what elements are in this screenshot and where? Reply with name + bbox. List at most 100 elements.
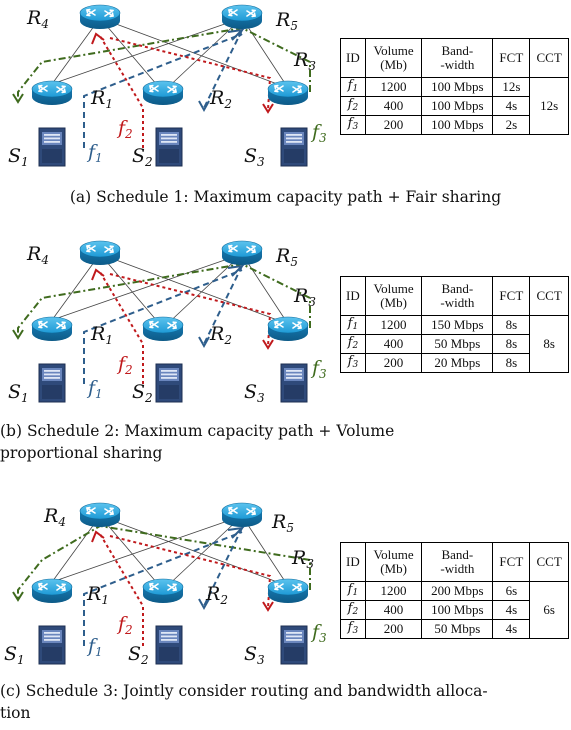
table-row: f1 1200 100 Mbps 12s 12s: [340, 77, 569, 135]
caption-a: (a) Schedule 1: Maximum capacity path + …: [69, 188, 502, 206]
label-r1: R1: [90, 87, 113, 111]
table-row: f3 200 20 Mbps 8s: [340, 353, 569, 373]
label-f2: f2: [116, 613, 133, 637]
links: [51, 253, 289, 329]
server-s3: [280, 625, 308, 665]
label-f1: f1: [86, 635, 103, 659]
label-f2: f2: [116, 353, 133, 377]
label-r1: R1: [90, 323, 113, 347]
label-s2: S2: [132, 145, 153, 169]
schedule-table-a: ID Volume(Mb) Band--width FCT CCT f1 120…: [340, 38, 569, 135]
server-s1: [38, 363, 66, 403]
flow-f3-path: [12, 262, 311, 340]
router-r3: [267, 316, 309, 342]
label-r5: R5: [275, 9, 298, 33]
caption-b: (b) Schedule 2: Maximum capacity path + …: [0, 420, 571, 464]
router-r4: [79, 4, 121, 30]
flow-f2-path: [91, 530, 274, 646]
col-cct: CCT: [529, 38, 569, 78]
router-r3: [267, 578, 309, 604]
col-id: ID: [340, 542, 366, 582]
col-id: ID: [340, 38, 366, 78]
router-r1: [31, 578, 73, 604]
label-r2: R2: [209, 323, 232, 347]
label-s1: S1: [4, 643, 25, 667]
server-s2: [155, 363, 183, 403]
caption-b-line1: (b) Schedule 2: Maximum capacity path + …: [0, 422, 395, 440]
table-row: f2 400 50 Mbps 8s: [340, 334, 569, 354]
label-r1: R1: [86, 583, 109, 607]
caption-c: (c) Schedule 3: Jointly consider routing…: [0, 680, 571, 724]
table-row: f3 200 100 Mbps 2s: [340, 115, 569, 135]
label-f1: f1: [86, 377, 103, 401]
caption-c-line2: tion: [0, 704, 31, 722]
router-r2: [142, 578, 184, 604]
router-r5: [221, 4, 263, 30]
router-r5: [221, 240, 263, 266]
label-r5: R5: [275, 245, 298, 269]
col-bandwidth: Band--width: [421, 542, 494, 582]
label-f1: f1: [86, 141, 103, 165]
col-cct: CCT: [529, 276, 569, 316]
flow-f2-path: [91, 32, 274, 148]
cct-value: 6s: [529, 581, 569, 639]
flow-f3-path: [12, 26, 311, 104]
table-header-row: ID Volume(Mb) Band--width FCT CCT: [340, 276, 569, 316]
label-f3: f3: [310, 621, 327, 645]
col-fct: FCT: [492, 276, 531, 316]
cct-value: 12s: [529, 77, 569, 135]
label-r2: R2: [205, 583, 228, 607]
label-f2: f2: [116, 117, 133, 141]
panel-a: R4 R5 R3 R1 R2 S1 S2 S3 f1 f2 f3 ID Volu…: [0, 0, 571, 220]
router-r1: [31, 316, 73, 342]
server-s1: [38, 127, 66, 167]
caption-c-line1: (c) Schedule 3: Jointly consider routing…: [0, 682, 488, 700]
label-r4: R4: [26, 7, 49, 31]
router-r2: [142, 80, 184, 106]
col-fct: FCT: [492, 38, 531, 78]
col-bandwidth: Band--width: [421, 276, 494, 316]
col-volume: Volume(Mb): [364, 38, 423, 78]
col-volume: Volume(Mb): [364, 542, 423, 582]
cct-value: 8s: [529, 315, 569, 373]
router-r4: [79, 240, 121, 266]
flow-f2-path: [91, 268, 274, 384]
table-header-row: ID Volume(Mb) Band--width FCT CCT: [340, 38, 569, 78]
flow-f1-path: [83, 526, 245, 646]
router-r1: [31, 80, 73, 106]
router-r4: [79, 502, 121, 528]
label-r3: R3: [293, 49, 316, 73]
label-r3: R3: [291, 547, 314, 571]
panel-b: R4 R5 R3 R1 R2 S1 S2 S3 f1 f2 f3 ID Volu…: [0, 236, 571, 476]
links: [51, 515, 289, 591]
network-diagram-a: R4 R5 R3 R1 R2 S1 S2 S3 f1 f2 f3: [8, 4, 327, 169]
server-s3: [280, 127, 308, 167]
label-f3: f3: [310, 121, 327, 145]
table-row: f1 1200 150 Mbps 8s 8s: [340, 315, 569, 373]
label-s3: S3: [244, 145, 265, 169]
server-s2: [155, 625, 183, 665]
label-r2: R2: [209, 87, 232, 111]
col-id: ID: [340, 276, 366, 316]
server-s1: [38, 625, 66, 665]
network-diagram-c: R4 R5 R3 R1 R2 S1 S2 S3 f1 f2 f3: [4, 502, 327, 667]
col-cct: CCT: [529, 542, 569, 582]
caption-b-line2: proportional sharing: [0, 444, 163, 462]
label-s2: S2: [132, 381, 153, 405]
label-r4: R4: [43, 505, 66, 529]
network-diagram-b: R4 R5 R3 R1 R2 S1 S2 S3 f1 f2 f3: [8, 240, 327, 405]
label-s1: S1: [8, 381, 29, 405]
label-r5: R5: [271, 511, 294, 535]
router-r5: [221, 502, 263, 528]
col-bandwidth: Band--width: [421, 38, 494, 78]
label-r3: R3: [293, 285, 316, 309]
table-row: f1 1200 200 Mbps 6s 6s: [340, 581, 569, 639]
label-s3: S3: [244, 643, 265, 667]
col-fct: FCT: [492, 542, 531, 582]
server-s2: [155, 127, 183, 167]
panel-c: R4 R5 R3 R1 R2 S1 S2 S3 f1 f2 f3 ID Volu…: [0, 498, 571, 730]
schedule-table-c: ID Volume(Mb) Band--width FCT CCT f1 120…: [340, 542, 569, 639]
router-r2: [142, 316, 184, 342]
schedule-table-b: ID Volume(Mb) Band--width FCT CCT f1 120…: [340, 276, 569, 373]
table-header-row: ID Volume(Mb) Band--width FCT CCT: [340, 542, 569, 582]
